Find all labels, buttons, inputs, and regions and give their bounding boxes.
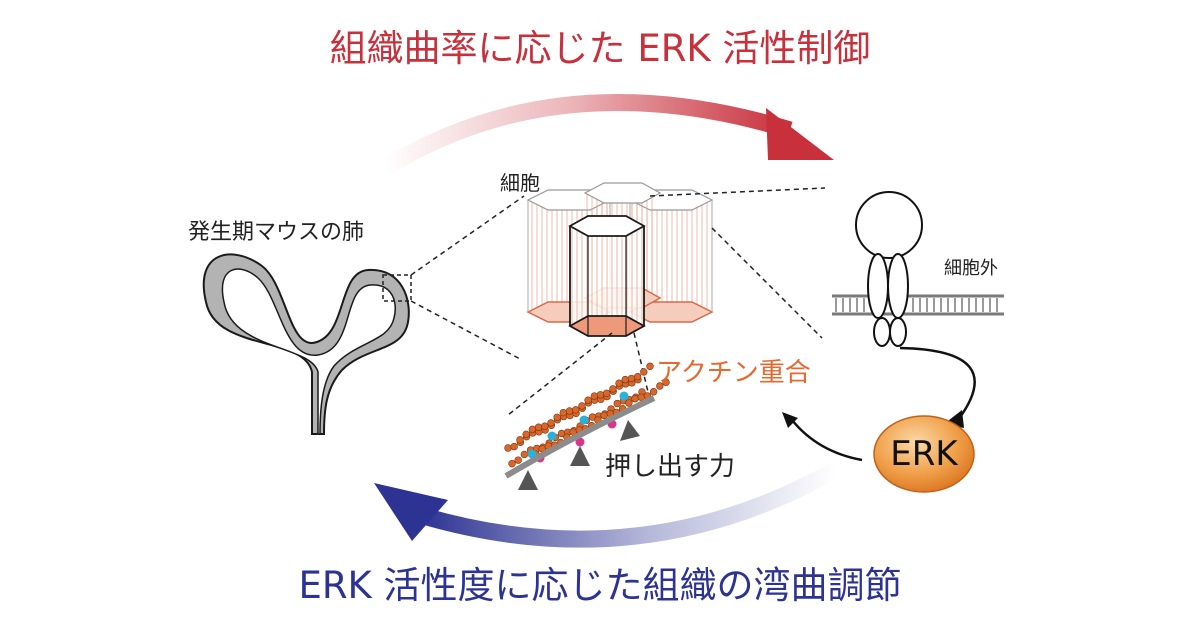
extracellular-label: 細胞外 <box>944 258 998 279</box>
plasma-membrane <box>504 395 656 479</box>
top-feedback-arrow <box>380 93 793 176</box>
zoom-line-bottom <box>410 300 523 361</box>
actin-polymerization-label: アクチン重合 <box>656 358 811 388</box>
erk-to-actin-arrow <box>791 419 863 462</box>
membrane-ticks <box>835 298 998 312</box>
cell-label: 細胞 <box>500 171 540 195</box>
erk-label: ERK <box>890 434 958 474</box>
push-force-arrows <box>518 420 640 490</box>
cell-membrane-bilayer <box>832 294 1004 316</box>
lung-label: 発生期マウスの肺 <box>188 220 365 245</box>
bottom-title: ERK 活性度に応じた組織の湾曲調節 <box>298 564 902 607</box>
zoom-box <box>382 274 412 302</box>
receptor-to-erk-arrow <box>899 346 976 421</box>
zoom-line-top <box>410 195 525 276</box>
top-arrow-head <box>766 108 834 160</box>
hex-prism-front <box>568 215 646 337</box>
cell-zoom-line-top <box>649 187 826 197</box>
actin-zoom-line-left <box>507 332 613 416</box>
receptor <box>855 191 923 347</box>
bottom-arrow-head <box>374 483 448 541</box>
cell-cluster <box>526 182 714 337</box>
bottom-feedback-arrow <box>417 462 840 548</box>
erk-to-actin-head <box>782 412 798 428</box>
push-force-label: 押し出す力 <box>605 452 736 482</box>
lung-lumen <box>221 268 396 435</box>
actin-zoom-line-right <box>633 332 649 393</box>
cell-zoom-line-bottom <box>711 227 823 339</box>
erk-node <box>873 415 975 493</box>
top-title: 組織曲率に応じた ERK 活性制御 <box>329 27 871 70</box>
